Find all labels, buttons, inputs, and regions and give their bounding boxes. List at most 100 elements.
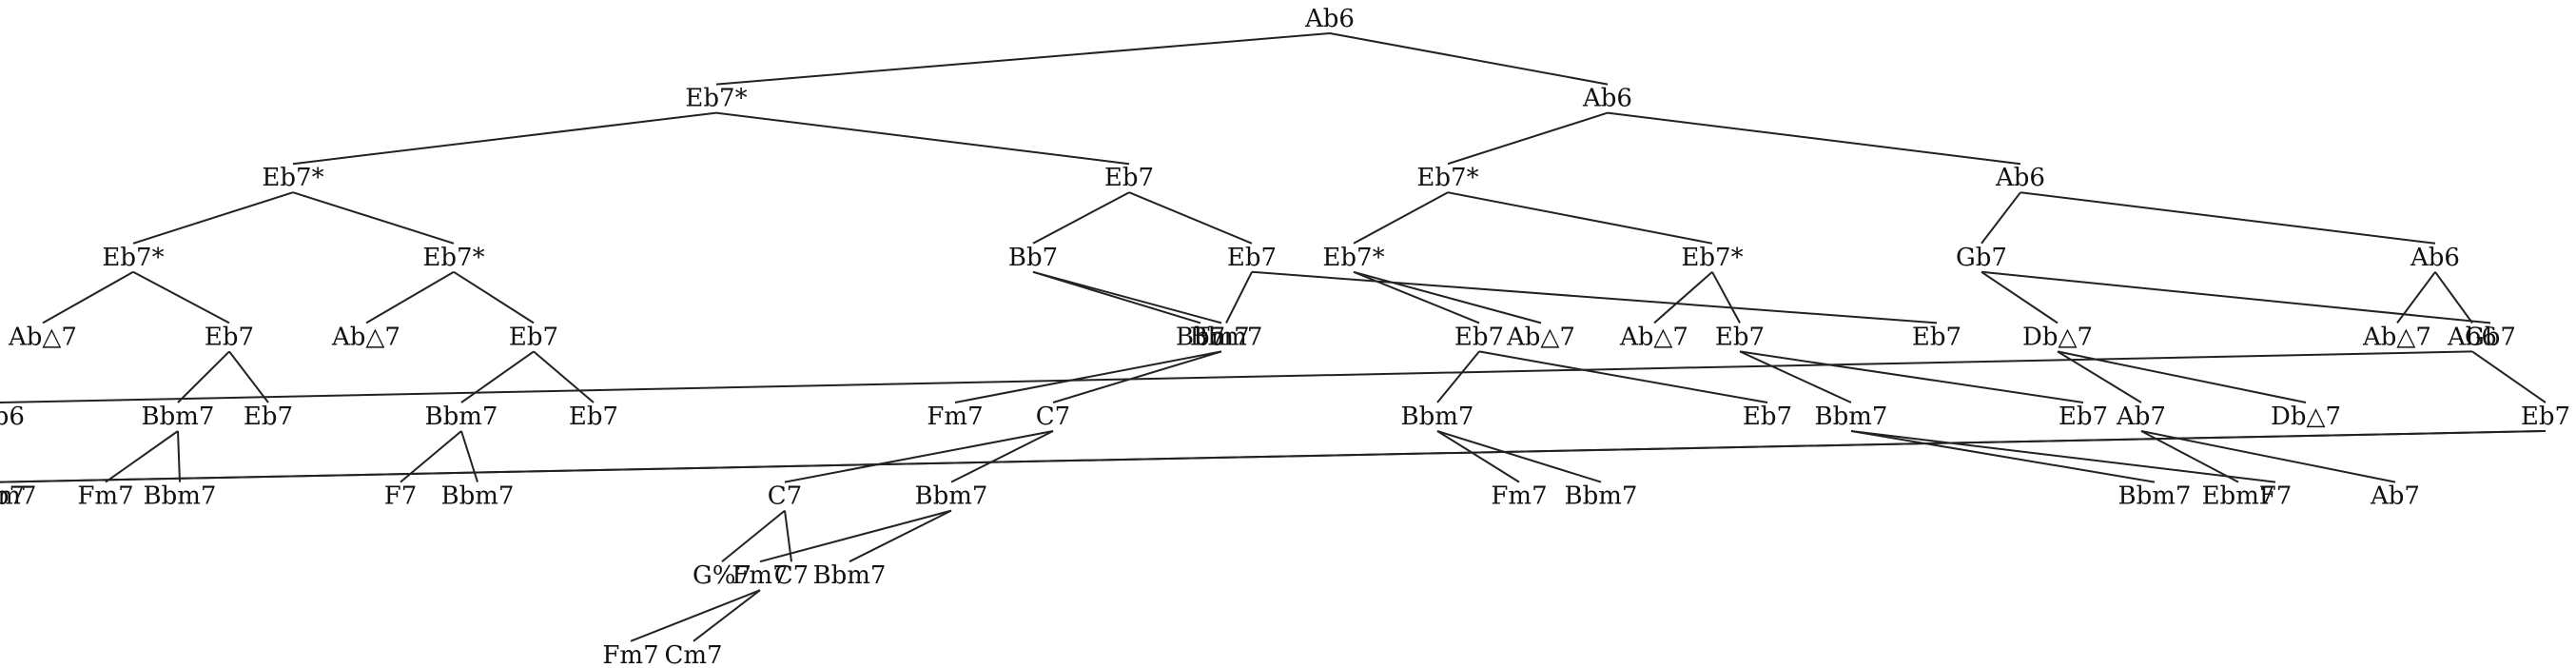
chord-node: Eb7* xyxy=(1681,244,1743,272)
chord-node: Ab△7 xyxy=(1506,323,1575,351)
tree-edge xyxy=(1739,350,1852,403)
tree-edge xyxy=(460,350,535,403)
tree-edge xyxy=(1711,271,1741,324)
chord-node: Eb7* xyxy=(102,244,164,272)
chord-node: Ab6 xyxy=(1995,164,2045,192)
tree-edge xyxy=(105,430,179,483)
tree-edge xyxy=(784,510,792,562)
chord-node: Bbm7 xyxy=(2118,482,2192,511)
tree-edge xyxy=(1981,270,2491,324)
tree-edge xyxy=(42,270,134,324)
tree-edge xyxy=(721,509,786,562)
chord-node: Db△7 xyxy=(2022,323,2093,351)
tree-edge xyxy=(0,350,2473,403)
chord-node: C7 xyxy=(774,561,809,590)
chord-node: Cm7 xyxy=(664,641,722,668)
chord-node: Fm7 xyxy=(927,403,983,431)
tree-edge xyxy=(954,350,1222,403)
tree-edge xyxy=(693,589,761,642)
chord-node: Bbm7 xyxy=(441,482,515,511)
chord-node: Fm7 xyxy=(1491,482,1547,511)
chord-node: Eb7 xyxy=(244,403,293,431)
chord-node: Eb7* xyxy=(1416,164,1478,192)
tree-edge xyxy=(177,350,230,403)
tree-edge xyxy=(292,191,455,245)
tree-edge xyxy=(1436,350,1480,403)
tree-edge xyxy=(1607,111,2021,166)
chord-node: Ebm7 xyxy=(2202,482,2275,511)
tree-edge xyxy=(132,270,230,324)
chord-node: Bbm7 xyxy=(0,482,36,511)
chord-node: Eb7* xyxy=(1322,244,1384,272)
chord-node: Bbm7 xyxy=(1401,403,1474,431)
chord-node: Eb7 xyxy=(1227,244,1277,272)
chord-node: G%7 xyxy=(693,561,751,590)
chord-node: Eb7 xyxy=(2059,403,2108,431)
tree-edge xyxy=(1478,350,1768,403)
chord-node: Ab7 xyxy=(2370,482,2420,511)
chord-node: Ab6 xyxy=(0,403,25,431)
tree-edge xyxy=(2140,430,2396,483)
tree-edge xyxy=(1447,111,1609,166)
chord-node: Fm7 xyxy=(1193,323,1249,351)
chord-node: Eb7 xyxy=(1715,323,1765,351)
tree-edge xyxy=(533,350,595,403)
chord-node: Eb7 xyxy=(509,323,558,351)
tree-edge xyxy=(1436,430,1602,483)
chord-node: Ab△7 xyxy=(2362,323,2431,351)
tree-edge xyxy=(1353,270,1542,324)
tree-edge xyxy=(1052,350,1222,403)
chord-node: Bbm7 xyxy=(1190,323,1263,351)
chord-node: Ab△7 xyxy=(331,323,400,351)
tree-edge xyxy=(1850,430,2156,483)
chord-node: Eb7 xyxy=(1454,323,1504,351)
chord-node: Gb7 xyxy=(2465,323,2516,351)
tree-edge xyxy=(1032,270,1201,324)
tree-edges xyxy=(0,32,2547,642)
tree-edge xyxy=(1032,191,1130,245)
chord-node: Ab△7 xyxy=(1619,323,1688,351)
tree-edge xyxy=(1850,430,2276,483)
tree-edge xyxy=(1653,271,1713,324)
chord-node: Eb7 xyxy=(1104,164,1154,192)
tree-edge xyxy=(715,32,1331,86)
tree-edge xyxy=(132,191,294,245)
chord-node: Eb7 xyxy=(569,403,618,431)
tree-edge xyxy=(715,111,1130,166)
tree-edge xyxy=(784,430,1054,483)
chord-node: Bbm7 xyxy=(142,403,215,431)
tree-edge xyxy=(228,350,269,403)
tree-edge xyxy=(1353,270,1480,324)
chord-node: Bb7 xyxy=(1176,323,1225,351)
tree-edge xyxy=(630,589,761,642)
tree-edge xyxy=(2471,350,2547,403)
tree-edge xyxy=(1225,271,1253,324)
chord-node: Gb7 xyxy=(1956,244,2007,272)
tree-edge xyxy=(292,111,717,166)
tree-edge xyxy=(2396,271,2436,324)
tree-edge xyxy=(1447,191,1713,245)
chord-node: F7 xyxy=(2259,482,2293,511)
chord-node: Eb7* xyxy=(262,164,323,192)
chord-node: Eb7* xyxy=(685,85,747,113)
chord-node: Fm7 xyxy=(77,482,133,511)
tree-edge xyxy=(177,430,181,482)
chord-node: F7 xyxy=(384,482,418,511)
tree-edge xyxy=(2434,271,2473,324)
chord-node: C7 xyxy=(768,482,802,511)
chord-node: Ab7 xyxy=(2116,403,2166,431)
chord-node: Eb7* xyxy=(422,244,484,272)
tree-edge xyxy=(950,430,1054,483)
tree-edge xyxy=(1981,270,2059,324)
chord-node: Bbm7 xyxy=(813,561,887,590)
chord-node: Ab6 xyxy=(2410,244,2460,272)
tree-edge xyxy=(1032,270,1222,324)
chord-node: Eb7 xyxy=(205,323,254,351)
tree-edge xyxy=(1981,191,2021,245)
chord-node: Bbm7 xyxy=(144,482,217,511)
chord-node: Eb7 xyxy=(0,482,25,511)
chord-node: Ab△7 xyxy=(8,323,77,351)
tree-edge xyxy=(460,430,478,482)
